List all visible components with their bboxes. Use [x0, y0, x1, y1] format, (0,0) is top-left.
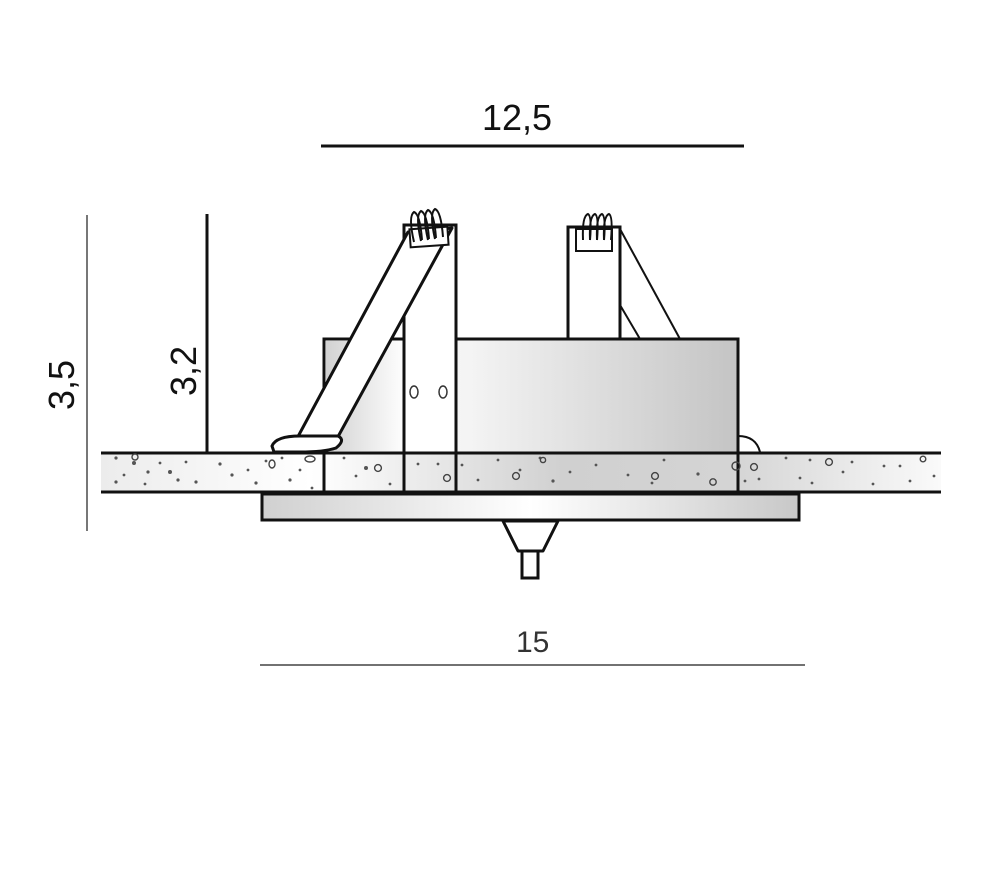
dimension-total-height-label: 3,5 — [41, 359, 82, 410]
dimension-top-width-label: 12,5 — [482, 97, 553, 138]
board-texture — [114, 456, 936, 490]
housing-body — [322, 337, 761, 455]
ceiling-board — [101, 451, 941, 494]
dimension-bottom-width-label: 15 — [516, 626, 550, 659]
right-spring-coil-icon — [581, 212, 613, 241]
left-spring-coil-icon — [410, 207, 444, 243]
lamp-connector — [501, 519, 560, 580]
trim-ring — [260, 492, 801, 522]
right-spring-clip — [566, 212, 681, 341]
left-spring-clip — [270, 207, 454, 454]
dimension-inner-height-label: 3,2 — [163, 345, 204, 396]
